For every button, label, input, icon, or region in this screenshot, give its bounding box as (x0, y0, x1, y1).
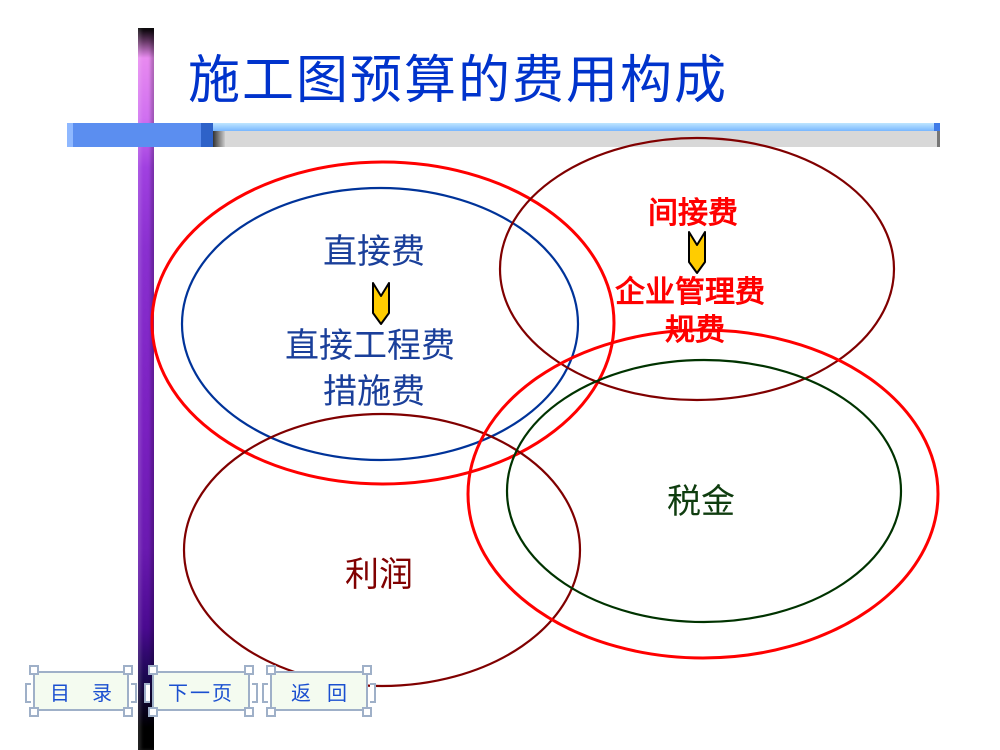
profit-ellipse (182, 412, 582, 688)
indirect-cost-ellipse (498, 136, 896, 402)
direct-cost-outer-ellipse (150, 160, 616, 486)
direct-cost-heading: 直接费 (323, 232, 425, 272)
toc-button[interactable]: 目录 (25, 665, 137, 717)
side-ornament-icon (131, 683, 137, 703)
side-ornament-icon (262, 683, 268, 703)
corner-ornament-icon (29, 665, 39, 675)
corner-ornament-icon (362, 665, 372, 675)
next-page-button-label: 下一页 (168, 680, 234, 705)
tax-label: 税金 (667, 482, 735, 522)
side-ornament-icon (252, 683, 258, 703)
side-ornament-icon (370, 683, 376, 703)
corner-ornament-icon (244, 707, 254, 717)
direct-cost-arrow-icon (372, 282, 390, 325)
decorative-header-bar-joint (201, 123, 213, 147)
enterprise-management-fee-label: 企业管理费 (615, 275, 765, 310)
tax-outer-ellipse (466, 328, 940, 660)
corner-ornament-icon (362, 707, 372, 717)
corner-ornament-icon (123, 665, 133, 675)
decorative-header-bar-top (213, 123, 940, 131)
corner-ornament-icon (244, 665, 254, 675)
decorative-header-bar-left (67, 123, 207, 147)
measures-cost-label: 措施费 (323, 372, 425, 412)
profit-label: 利润 (345, 555, 413, 595)
statutory-fees-label: 规费 (665, 313, 725, 348)
side-ornament-icon (25, 683, 31, 703)
indirect-cost-arrow-icon (688, 231, 706, 274)
direct-engineering-cost-label: 直接工程费 (285, 326, 455, 366)
back-button[interactable]: 返回 (262, 665, 376, 717)
corner-ornament-icon (123, 707, 133, 717)
corner-ornament-icon (266, 665, 276, 675)
corner-ornament-icon (148, 665, 158, 675)
corner-ornament-icon (266, 707, 276, 717)
tax-inner-ellipse (505, 358, 903, 624)
toc-button-label: 目录 (50, 680, 134, 705)
corner-ornament-icon (29, 707, 39, 717)
direct-cost-inner-ellipse (180, 186, 580, 462)
slide-title: 施工图预算的费用构成 (188, 51, 729, 111)
indirect-cost-heading: 间接费 (648, 196, 738, 231)
next-page-button[interactable]: 下一页 (144, 665, 258, 717)
decorative-vertical-bar (138, 28, 154, 750)
decorative-header-bar-bottom (213, 131, 940, 147)
back-button-label: 返回 (291, 680, 363, 705)
side-ornament-icon (144, 683, 150, 703)
corner-ornament-icon (148, 707, 158, 717)
